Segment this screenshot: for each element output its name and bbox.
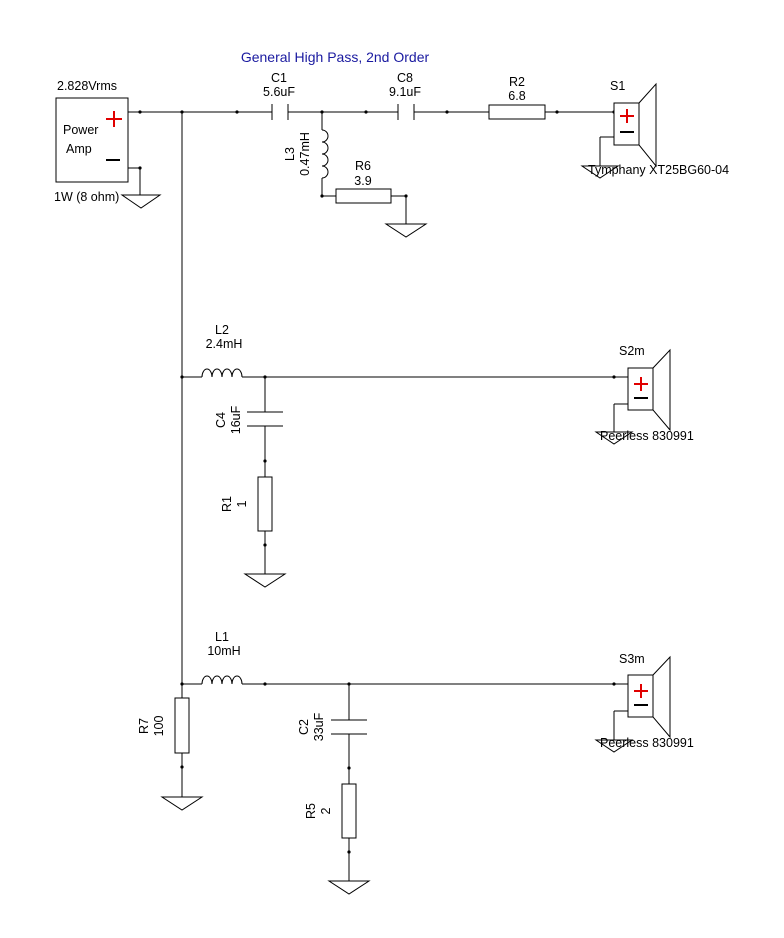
c4-value: 16uF xyxy=(229,405,243,434)
capacitor-c4 xyxy=(247,411,283,427)
c2-ref: C2 xyxy=(297,719,311,735)
r2-ref: R2 xyxy=(509,75,525,89)
amp-label-line2: Amp xyxy=(66,142,92,156)
amp-label-line1: Power xyxy=(63,123,98,137)
r7-ref: R7 xyxy=(137,718,151,734)
s2m-ref: S2m xyxy=(619,344,645,358)
speaker-s3m-icon xyxy=(594,655,671,753)
c2-value: 33uF xyxy=(312,712,326,741)
r7-ground-icon xyxy=(160,796,204,811)
c1-ref: C1 xyxy=(271,71,287,85)
amp-power-label: 1W (8 ohm) xyxy=(54,190,119,204)
l2-value: 2.4mH xyxy=(206,337,243,351)
l1-value: 10mH xyxy=(207,644,240,658)
c1-value: 5.6uF xyxy=(263,85,295,99)
amp-voltage-label: 2.828Vrms xyxy=(57,79,117,93)
s3m-model: Peerless 830991 xyxy=(600,736,694,750)
l2-ref: L2 xyxy=(215,323,229,337)
amp-plus-terminal-icon xyxy=(106,111,122,127)
capacitor-c2 xyxy=(331,719,367,735)
speaker-s2m-icon xyxy=(594,348,671,445)
inductor-l2 xyxy=(201,368,243,378)
s2m-model: Peerless 830991 xyxy=(600,429,694,443)
inductor-l1 xyxy=(201,675,243,685)
resistor-r6 xyxy=(335,188,392,204)
s3m-ref: S3m xyxy=(619,652,645,666)
s1-ref: S1 xyxy=(610,79,625,93)
r1-ground-icon xyxy=(243,573,287,588)
r1-ref: R1 xyxy=(220,496,234,512)
capacitor-c1 xyxy=(271,104,289,120)
diagram-title: General High Pass, 2nd Order xyxy=(241,49,430,65)
l1-ref: L1 xyxy=(215,630,229,644)
r5-ground-icon xyxy=(327,880,371,895)
r5-ref: R5 xyxy=(304,803,318,819)
capacitor-c8 xyxy=(397,104,415,120)
r1-value: 1 xyxy=(235,500,249,507)
l3-value: 0.47mH xyxy=(298,132,312,176)
r7-value: 100 xyxy=(152,716,166,737)
r5-value: 2 xyxy=(319,807,333,814)
resistor-r5 xyxy=(341,783,357,839)
s1-model: Tymphany XT25BG60-04 xyxy=(588,163,729,177)
c8-value: 9.1uF xyxy=(389,85,421,99)
r2-value: 6.8 xyxy=(508,89,525,103)
c8-ref: C8 xyxy=(397,71,413,85)
resistor-r7 xyxy=(174,697,190,754)
r6-value: 3.9 xyxy=(354,174,371,188)
amp-ground-icon xyxy=(120,194,162,209)
r6-ground-icon xyxy=(384,223,428,238)
resistor-r2 xyxy=(488,104,546,120)
inductor-l3 xyxy=(321,129,329,179)
resistor-r1 xyxy=(257,476,273,532)
c4-ref: C4 xyxy=(214,412,228,428)
l3-ref: L3 xyxy=(283,147,297,161)
speaker-s1-icon xyxy=(580,82,657,179)
power-amp-block xyxy=(55,97,129,183)
r6-ref: R6 xyxy=(355,159,371,173)
